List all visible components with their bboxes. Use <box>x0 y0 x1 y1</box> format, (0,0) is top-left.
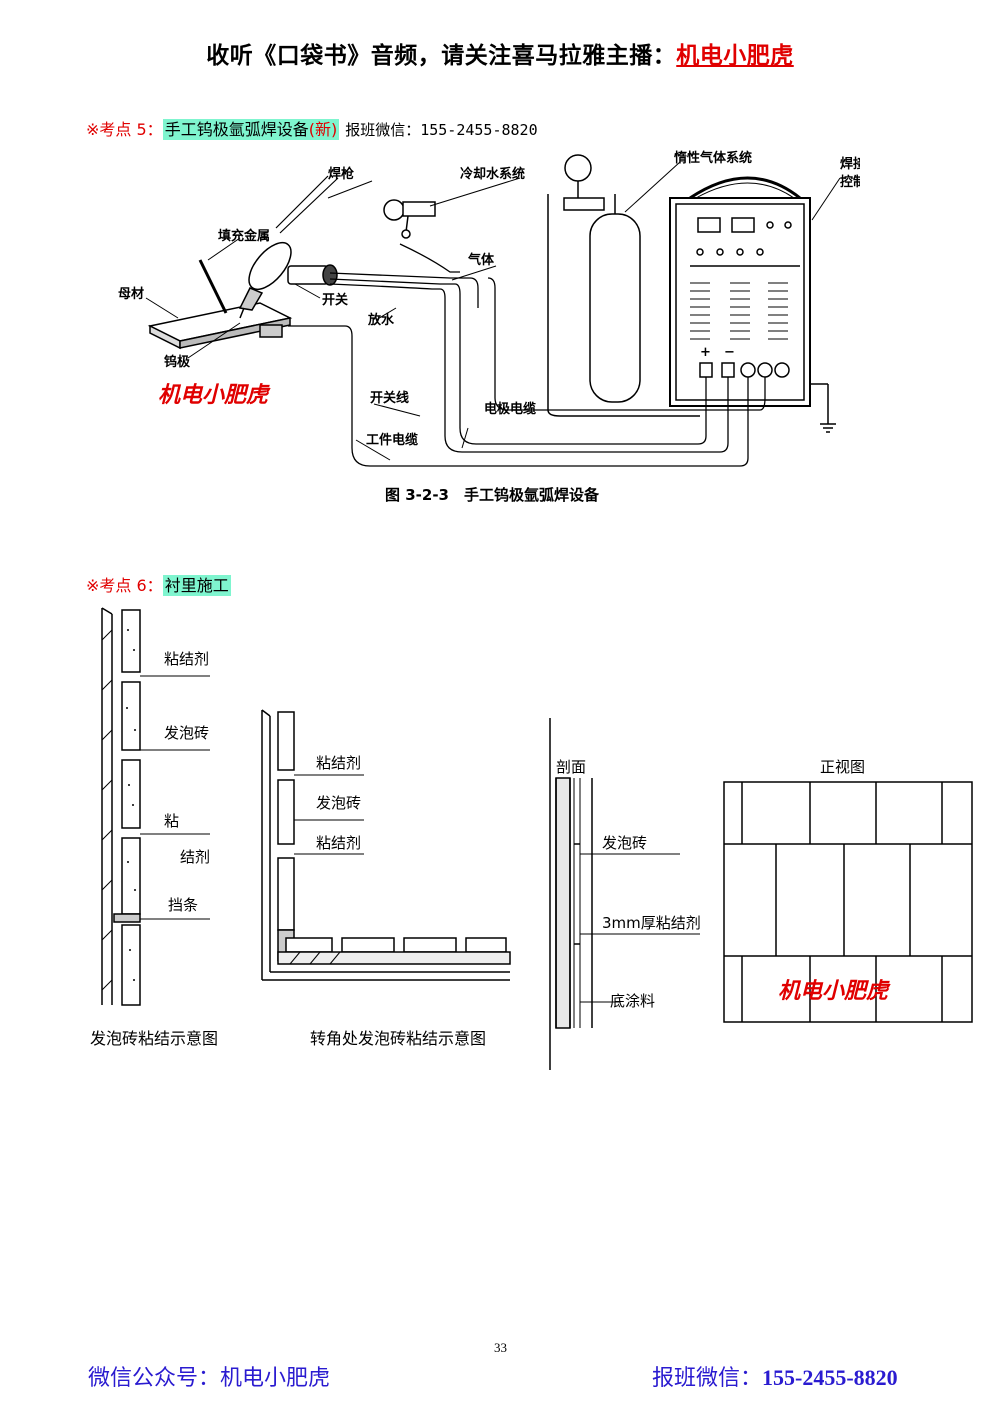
label-minus: − <box>724 345 735 360</box>
mid-label-foam-brick: 发泡砖 <box>316 794 361 812</box>
figure1-caption: 图 3-2-3 手工钨极氩弧焊设备 <box>385 486 600 504</box>
section-label-primer: 底涂料 <box>610 992 655 1010</box>
section5-wechat: 报班微信：155-2455-8820 <box>345 121 538 139</box>
label-work-cable: 工件电缆 <box>366 432 418 448</box>
label-tungsten: 钨极 <box>164 354 191 370</box>
filler-rod <box>198 259 228 314</box>
mid-label-adhesive-top: 粘结剂 <box>316 754 361 772</box>
left-label-adhesive: 粘结剂 <box>164 650 209 668</box>
section5-topic-highlight: 手工钨极氩弧焊设备(新) <box>162 119 340 140</box>
left-label-adhesive-a: 粘 <box>164 812 179 830</box>
footer-signup-number: 155-2455-8820 <box>762 1365 898 1390</box>
label-filler-metal: 填充金属 <box>218 228 270 244</box>
page-header: 收听《口袋书》音频，请关注喜马拉雅主播：机电小肥虎 <box>0 36 1000 70</box>
section5-heading: ※考点 5：手工钨极氩弧焊设备(新) 报班微信：155-2455-8820 <box>86 116 538 140</box>
label-switch-wire: 开关线 <box>370 390 409 406</box>
figure1-watermark: 机电小肥虎 <box>158 383 271 408</box>
section6-heading: ※考点 6：衬里施工 <box>86 572 231 596</box>
label-control-system: 控制系统 <box>840 174 860 190</box>
section5-topic: 手工钨极氩弧焊设备 <box>164 120 309 139</box>
header-anchor-name[interactable]: 机电小肥虎 <box>676 43 794 69</box>
bonding-schematic: 粘结剂 发泡砖 粘 结剂 挡条 发泡砖粘结示意图 <box>90 607 218 1048</box>
mid-label-adhesive-bottom: 粘结剂 <box>316 834 361 852</box>
mid-caption: 转角处发泡砖粘结示意图 <box>310 1029 486 1048</box>
front-view-watermark: 机电小肥虎 <box>778 979 891 1004</box>
section-label-adhesive: 3mm厚粘结剂 <box>602 914 701 932</box>
section6-marker: ※考点 6： <box>86 576 163 595</box>
left-label-adhesive-b: 结剂 <box>180 848 210 866</box>
label-drain: 放水 <box>367 312 395 328</box>
corner-bonding-schematic: 粘结剂 发泡砖 粘结剂 转角处发泡砖粘结示意图 <box>261 709 511 1048</box>
label-torch: 焊枪 <box>328 166 354 182</box>
section-title: 剖面 <box>556 758 586 776</box>
left-label-stop-strip: 挡条 <box>168 896 198 914</box>
footer-wechat-name: 机电小肥虎 <box>220 1366 331 1391</box>
footer-signup-label: 报班微信： <box>652 1366 763 1391</box>
footer-right: 报班微信：155-2455-8820 <box>652 1360 898 1392</box>
welding-torch <box>238 175 339 319</box>
header-text: 收听《口袋书》音频，请关注喜马拉雅主播： <box>206 43 677 69</box>
label-switch: 开关 <box>322 292 348 308</box>
section-label-foam-brick: 发泡砖 <box>602 834 647 852</box>
gas-cylinder <box>547 154 700 417</box>
tig-welding-diagram: 焊枪 冷却水系统 惰性气体系统 焊接电源 控制系统 填充金属 气体 母材 开关 … <box>118 150 860 504</box>
label-power-source: 焊接电源 <box>840 156 860 172</box>
label-electrode-cable: 电极电缆 <box>484 401 536 417</box>
front-view: 正视图 机电小肥虎 <box>723 758 973 1023</box>
label-plus: + <box>700 345 711 360</box>
welding-power-source <box>669 176 836 433</box>
left-label-foam-brick: 发泡砖 <box>164 724 209 742</box>
footer-wechat-label: 微信公众号： <box>88 1366 221 1391</box>
label-inert-gas: 惰性气体系统 <box>674 150 752 166</box>
base-metal-plate <box>147 302 293 350</box>
left-caption: 发泡砖粘结示意图 <box>90 1029 218 1048</box>
page-number: 33 <box>494 1340 507 1355</box>
leader-lines <box>145 161 841 461</box>
section5-new-tag: (新) <box>308 120 338 139</box>
footer-left: 微信公众号：机电小肥虎 <box>88 1360 330 1392</box>
cooling-water-unit <box>383 199 436 239</box>
section6-topic: 衬里施工 <box>162 575 231 596</box>
label-cooling-water: 冷却水系统 <box>460 166 525 182</box>
label-gas: 气体 <box>468 252 495 268</box>
section5-marker: ※考点 5： <box>86 120 163 139</box>
cable-bundle <box>288 243 766 467</box>
front-view-title: 正视图 <box>820 758 865 776</box>
label-base-metal: 母材 <box>118 286 144 302</box>
section-view: 剖面 发泡砖 3mm厚粘结剂 底涂料 <box>549 718 701 1070</box>
lining-diagrams: 粘结剂 发泡砖 粘 结剂 挡条 发泡砖粘结示意图 粘 <box>90 607 973 1070</box>
